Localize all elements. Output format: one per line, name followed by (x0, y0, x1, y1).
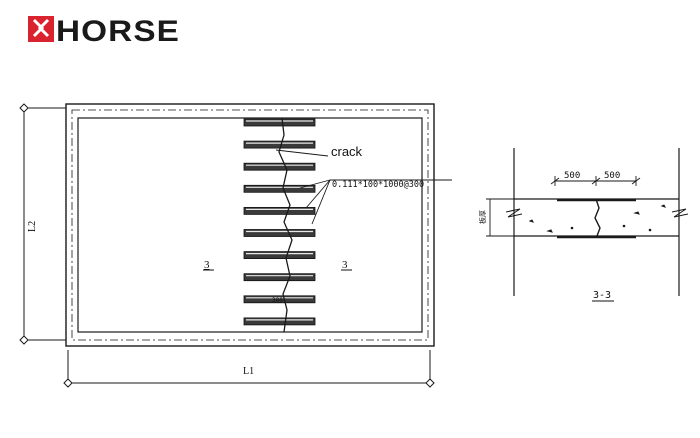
beam-axis-line (71, 109, 429, 341)
strip-spec-leaders (299, 179, 452, 225)
thickness-label: 板厚 (478, 210, 487, 224)
section-dim-left: 500 (564, 171, 580, 181)
cfrp-strip (243, 317, 316, 326)
logo-text: HORSE (56, 15, 180, 44)
concrete-hatch (528, 204, 666, 233)
l1-dimension (63, 350, 435, 388)
crack-line (278, 117, 293, 333)
right-break-mark-icon (671, 208, 689, 218)
cfrp-strip (243, 162, 316, 171)
cfrp-strip (243, 118, 316, 127)
cfrp-strip (243, 295, 316, 304)
slab-inner-outline (77, 117, 423, 333)
bottom-strip-note: 300 (272, 297, 283, 304)
l1-label: L1 (243, 366, 254, 377)
section-dim-right: 500 (604, 171, 620, 181)
l1-right-marker-icon (425, 378, 435, 388)
logo-mark-icon (32, 18, 50, 38)
section-crack-line (594, 198, 601, 237)
left-break-mark-icon (505, 208, 523, 218)
cfrp-strips (243, 118, 316, 326)
section-mark-right: 3 (342, 259, 348, 271)
slab-outer-outline (65, 103, 435, 347)
horse-logo: HORSE (28, 15, 180, 44)
l2-dimension (19, 103, 66, 345)
plan-view (65, 103, 435, 347)
crack-label: crack (331, 144, 363, 159)
crack-leader (275, 149, 329, 157)
l2-label: L2 (27, 221, 38, 232)
strip-spec-label: 0.111*100*1000@300 (332, 180, 424, 190)
l2-bottom-marker-icon (19, 335, 29, 345)
cfrp-strip (243, 273, 316, 282)
l2-top-marker-icon (19, 103, 29, 113)
cfrp-strip (243, 251, 316, 260)
section-title: 3-3 (593, 290, 611, 301)
cfrp-strip (243, 229, 316, 237)
section-mark-left: 3 (204, 259, 210, 271)
section-3-3-view (486, 148, 689, 296)
cfrp-strip (243, 140, 316, 149)
l1-left-marker-icon (63, 378, 73, 388)
cfrp-strip (243, 184, 316, 193)
cfrp-strip (243, 206, 316, 215)
